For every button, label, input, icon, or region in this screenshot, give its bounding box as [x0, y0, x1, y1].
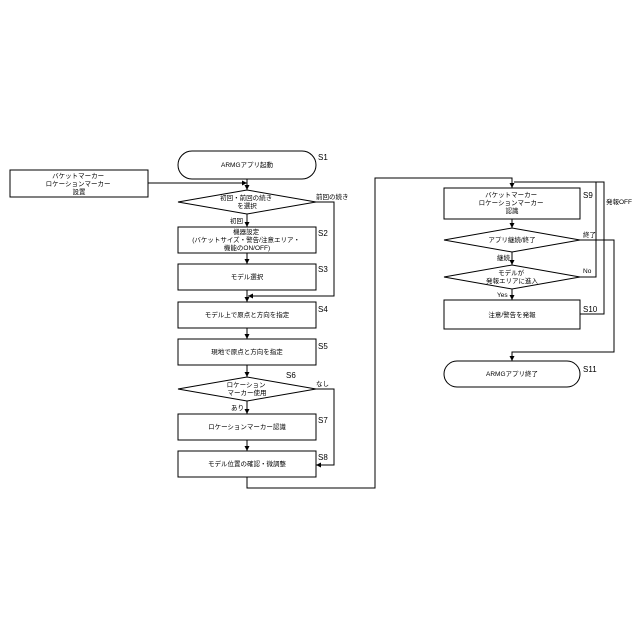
step-label-s4: S4 — [318, 305, 328, 314]
edge-label-alarm-off: 発報OFF — [606, 197, 632, 206]
arrow-s10-alarm-off-loop — [580, 182, 604, 314]
edge-label-marker-absent: なし — [316, 380, 329, 388]
step-label-s5: S5 — [318, 342, 328, 351]
step-box-s3-label: モデル選択 — [231, 272, 264, 281]
edge-label-first-time: 初回 — [230, 216, 243, 225]
decision-first-or-continue — [178, 190, 316, 214]
start-terminator-label: ARMGアプリ起動 — [221, 160, 274, 169]
arrow-s8-to-s9 — [247, 178, 512, 488]
edge-label-area-no: No — [583, 268, 592, 275]
edge-label-continue-previous: 前回の続き — [316, 192, 349, 201]
edge-label-app-end: 終了 — [583, 230, 596, 239]
step-label-s1: S1 — [318, 153, 328, 162]
edge-label-area-yes: Yes — [497, 292, 508, 299]
decision-location-marker — [178, 377, 316, 401]
step-box-s7-label: ロケーションマーカー認識 — [208, 422, 286, 431]
step-label-s10: S10 — [583, 305, 598, 314]
step-label-s3: S3 — [318, 265, 328, 274]
decision-alarm-area — [444, 265, 580, 289]
step-label-s2: S2 — [318, 229, 328, 238]
step-label-s9: S9 — [583, 191, 593, 200]
step-box-s8-label: モデル位置の確認・微調整 — [208, 459, 287, 468]
edge-label-app-continue: 継続 — [497, 253, 511, 262]
step-box-s4-label: モデル上で原点と方向を指定 — [205, 310, 290, 319]
step-box-s10-label: 注意/警告を発報 — [488, 310, 536, 319]
step-label-s7: S7 — [318, 416, 328, 425]
step-label-s8: S8 — [318, 453, 328, 462]
step-box-s5-label: 現地で原点と方向を指定 — [211, 347, 283, 356]
step-label-s11: S11 — [583, 365, 597, 374]
step-label-s6: S6 — [286, 371, 296, 380]
decision-app-continue-end-label: アプリ継続/終了 — [488, 235, 535, 244]
end-terminator-label: ARMGアプリ終了 — [486, 369, 538, 378]
edge-label-marker-present: あり — [231, 404, 244, 412]
